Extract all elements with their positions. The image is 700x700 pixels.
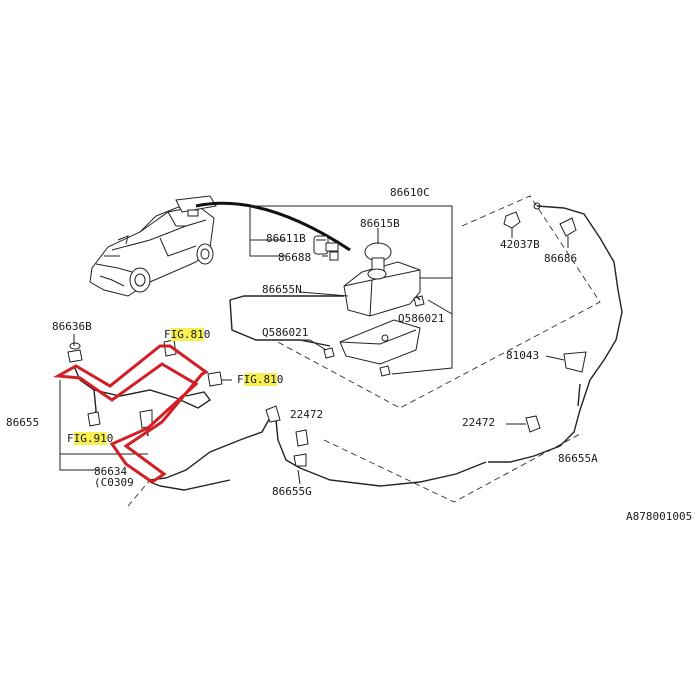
label-rear-nozzle-code: (C0309 — [94, 476, 134, 489]
svg-text:FIG.810: FIG.810 — [237, 373, 283, 386]
label-clip-a: 22472 — [290, 408, 323, 421]
label-pump-b: 86688 — [278, 251, 311, 264]
label-nozzle-b: 86686 — [544, 252, 577, 265]
label-hose-a: 86655A — [558, 452, 598, 465]
part-labels: 86610C 86615B 86611B 86688 86655N Q58602… — [6, 186, 692, 523]
front-nozzles — [503, 211, 577, 248]
front-hoses — [229, 202, 623, 463]
label-tank-assembly: 86610C — [390, 186, 430, 199]
bolts — [323, 295, 425, 377]
label-hose-g: 86655G — [272, 485, 312, 498]
label-clip-b: 22472 — [462, 416, 495, 429]
clip-right — [525, 415, 541, 433]
fig-ref-3[interactable]: FIG.910 — [67, 432, 113, 445]
label-cap: 86615B — [360, 217, 400, 230]
label-pump-a: 86611B — [266, 232, 306, 245]
washer-tank — [339, 242, 421, 365]
label-rear-nozzle: 86634 — [94, 465, 127, 478]
label-grommet: 86636B — [52, 320, 92, 333]
rear-hose-parts — [265, 405, 309, 485]
pad-part — [563, 351, 587, 373]
car-illustration — [89, 195, 217, 297]
car-to-tank-hose — [195, 201, 351, 252]
label-nozzle-a: 42037B — [500, 238, 540, 251]
fig-ref-2[interactable]: FIG.810 — [237, 373, 283, 386]
svg-text:FIG.910: FIG.910 — [67, 432, 113, 445]
label-bolt-a: Q586021 — [398, 312, 444, 325]
label-pad: 81043 — [506, 349, 539, 362]
label-hose-n: 86655N — [262, 283, 302, 296]
dashed-guides — [127, 195, 601, 507]
fig-ref-1[interactable]: FIG.810 — [164, 328, 210, 341]
highlight-outline — [53, 344, 209, 484]
diagram-code: A878001005 — [626, 510, 692, 523]
label-hose-side: 86655 — [6, 416, 39, 429]
label-bolt-b: Q586021 — [262, 326, 308, 339]
rear-hoses — [149, 413, 487, 491]
left-hose-group — [59, 334, 232, 471]
svg-text:FIG.810: FIG.810 — [164, 328, 210, 341]
